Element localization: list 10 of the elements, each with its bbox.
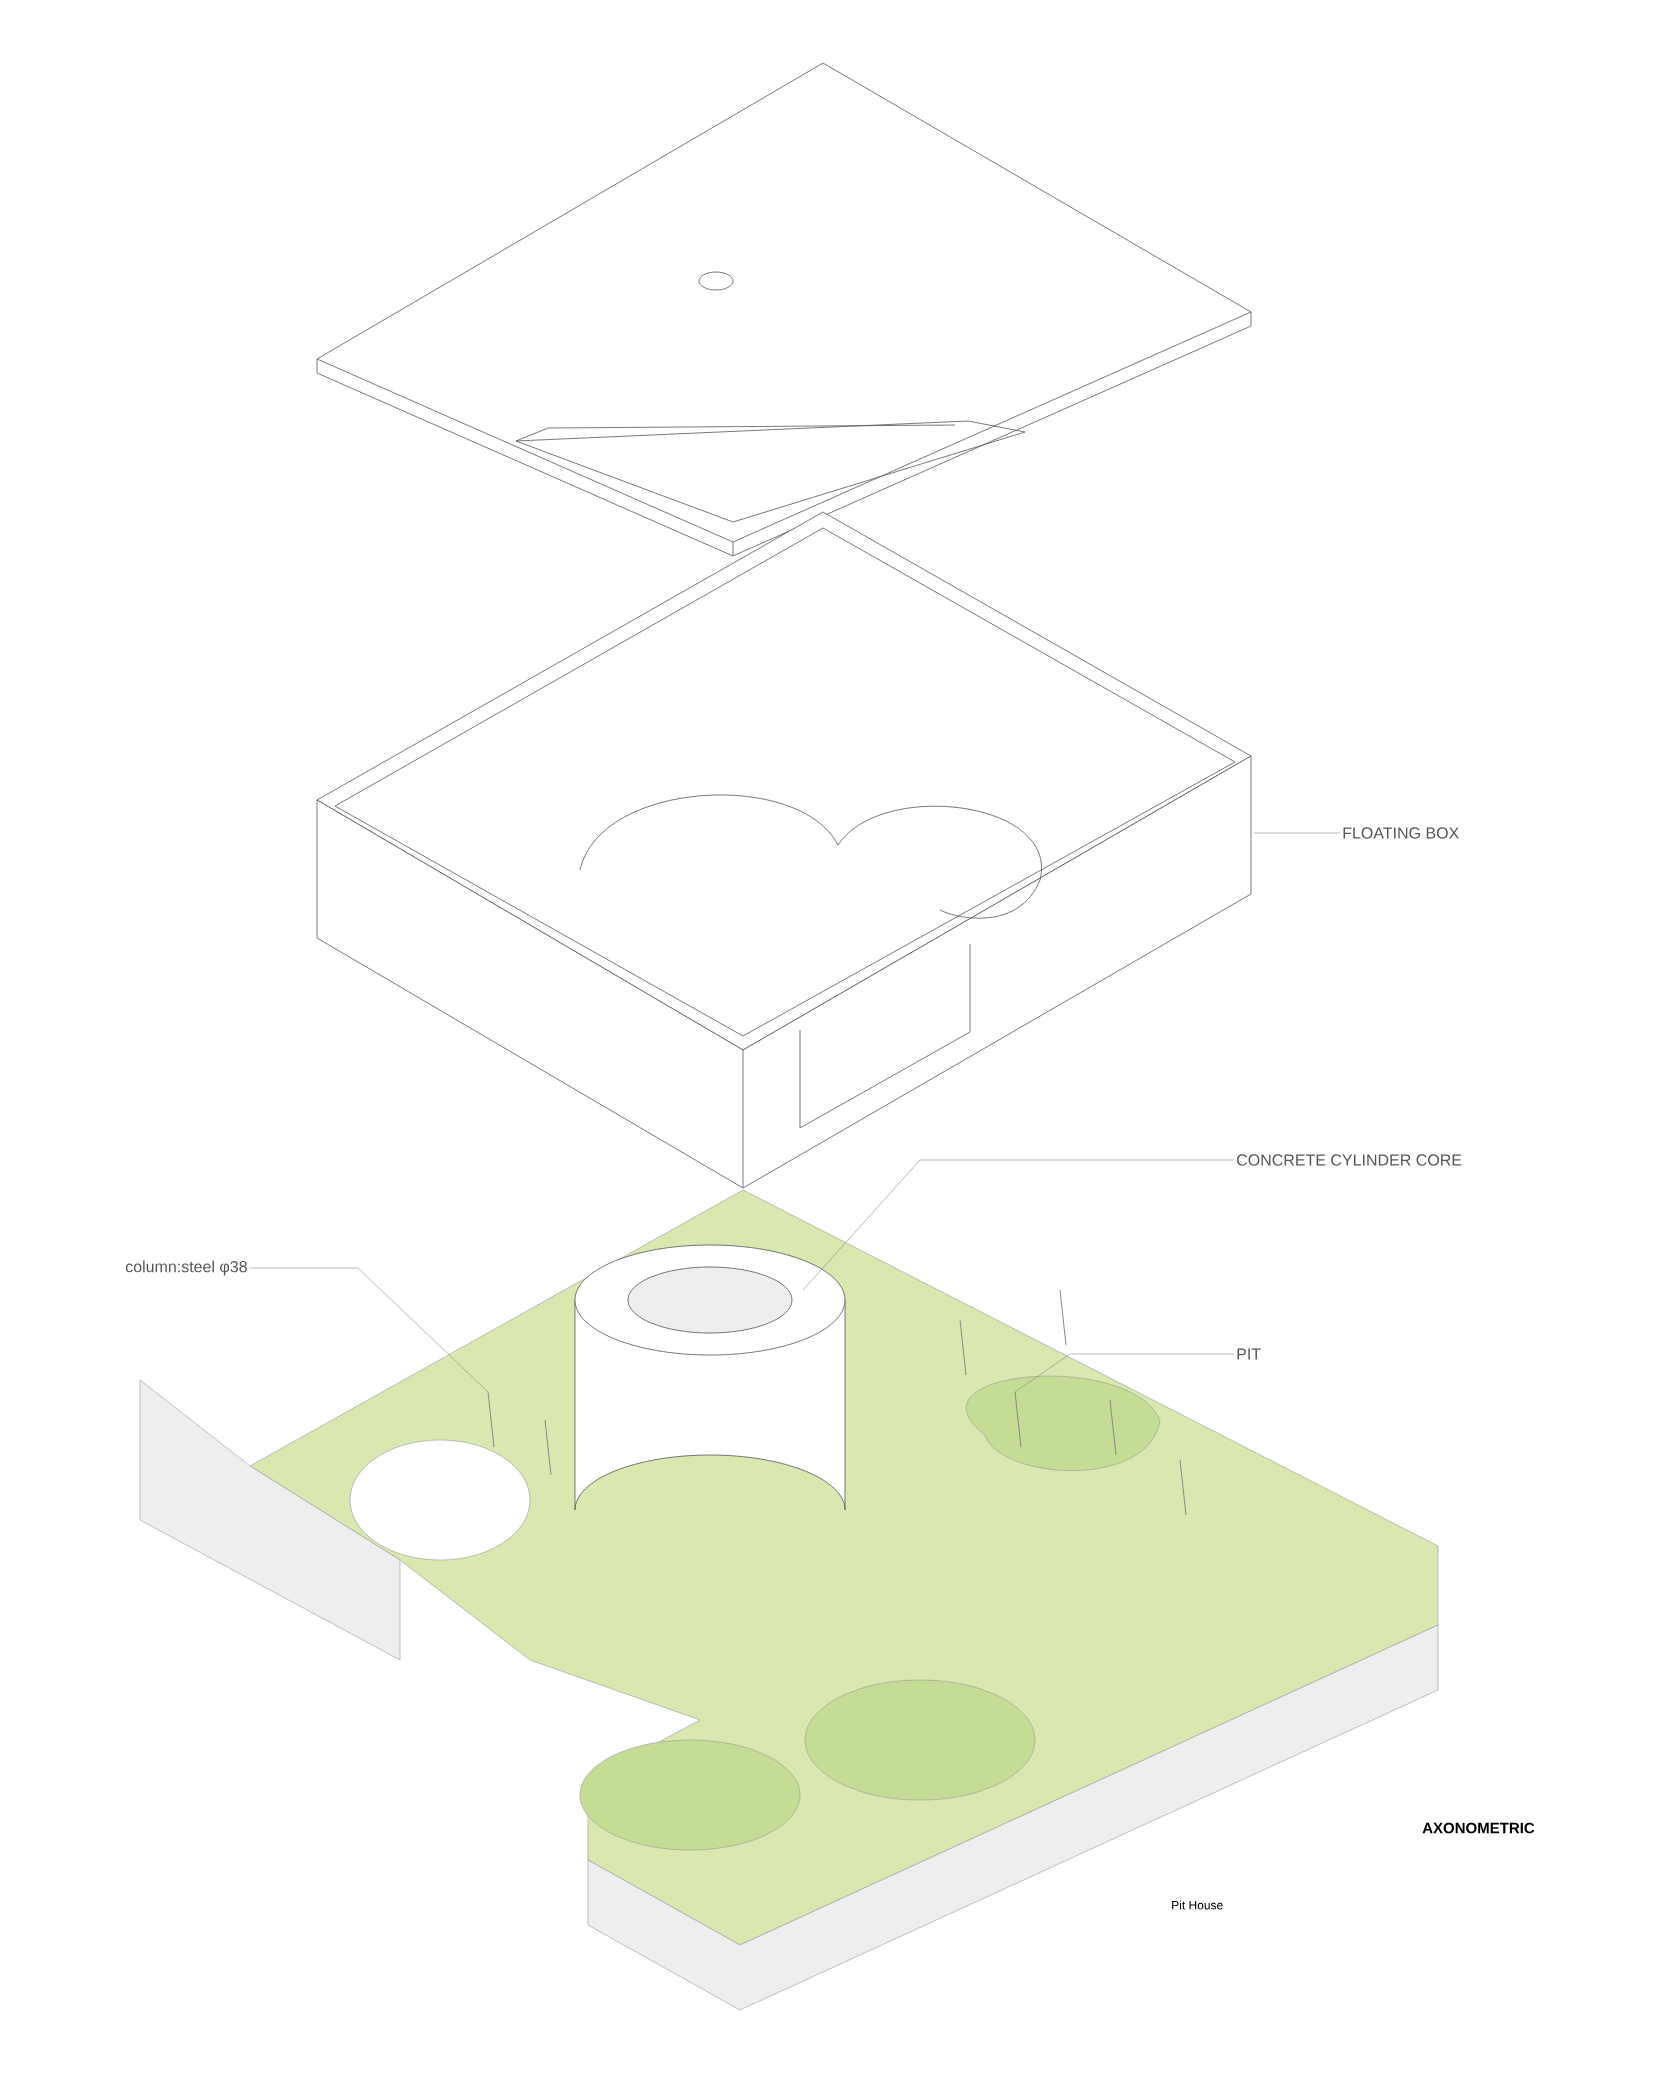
part-label: CONCRETE CYLINDER CORE: [1237, 1154, 1462, 1166]
part-label: FLOATING BOX: [1343, 827, 1459, 839]
leader-line: [1014, 1353, 1235, 1393]
leader-line: [249, 1267, 489, 1393]
part-label: PIT: [1237, 1348, 1261, 1360]
leader-line: [1253, 832, 1341, 834]
project-name: Pit House: [1172, 1900, 1223, 1910]
leader-line: [802, 1159, 1235, 1291]
part-label: column:steel φ38: [125, 1260, 247, 1276]
title-label: AXONOMETRIC: [1422, 1822, 1535, 1834]
